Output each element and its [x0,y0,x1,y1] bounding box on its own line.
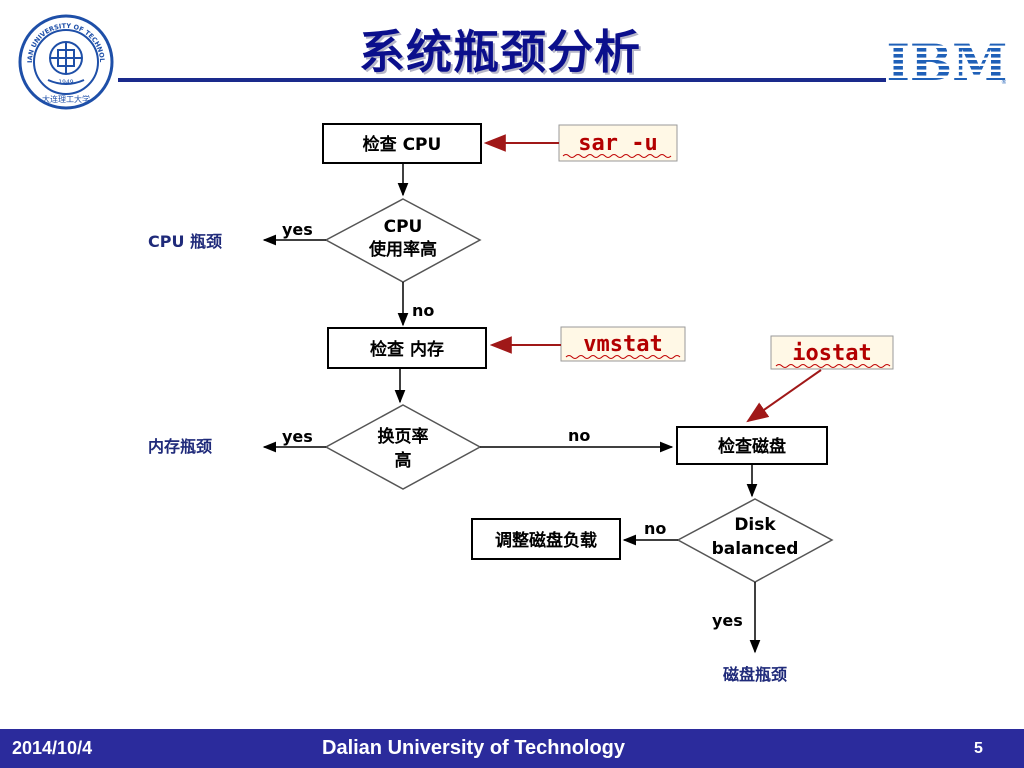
edge-cpu-no: no [412,301,434,320]
footer-date: 2014/10/4 [12,738,93,758]
decision-paging-line1: 换页率 [378,426,429,447]
outcome-disk-bottleneck: 磁盘瓶颈 [723,665,787,684]
footer-bar [0,729,1024,768]
ibm-text: IBM [888,36,1006,88]
slide-title: 系统瓶颈分析 [359,25,641,79]
command-sar: sar -u [558,124,678,162]
command-iostat: iostat [770,335,894,370]
step-adjust-disk-load: 调整磁盘负载 [471,518,621,560]
decision-cpu-line1: CPU [384,217,423,237]
edge-disk-yes: yes [712,611,743,630]
bottleneck-flowchart: 检查 CPU sar -u CPU 使用率高 yes CPU 瓶颈 no 检查 … [148,123,894,684]
decision-cpu-line2: 使用率高 [368,239,437,260]
step-check-memory-label: 检查 内存 [370,339,444,360]
footer-organization: Dalian University of Technology [322,737,626,759]
step-check-cpu: 检查 CPU [322,123,482,164]
command-vmstat: vmstat [560,326,686,362]
step-check-disk-label: 检查磁盘 [718,436,786,457]
university-seal-logo: 1949 DALIAN UNIVERSITY OF TECHNOLOGY 大连理… [18,14,114,110]
decision-paging-line2: 高 [395,450,412,471]
command-sar-label: sar -u [578,131,657,156]
seal-year: 1949 [58,79,73,86]
step-adjust-disk-load-label: 调整磁盘负载 [495,530,597,551]
decision-disk-balanced: Disk balanced [676,498,834,583]
command-iostat-label: iostat [792,341,871,366]
command-vmstat-label: vmstat [583,332,662,357]
decision-disk-line2: balanced [712,539,799,559]
decision-disk-line1: Disk [734,515,776,535]
step-check-memory: 检查 内存 [327,327,487,369]
svg-text:®: ® [1001,79,1006,86]
title-underline [118,78,886,82]
edge-cpu-yes: yes [282,220,313,239]
page-number: 5 [974,740,983,757]
step-check-disk: 检查磁盘 [676,426,828,465]
decision-paging-high: 换页率 高 [324,404,482,490]
outcome-memory-bottleneck: 内存瓶颈 [148,437,212,456]
arrow-iostat-to-disk [746,369,822,423]
ibm-logo: IBM ® [888,36,1006,88]
seal-chinese: 大连理工大学 [42,94,90,104]
edge-paging-yes: yes [282,427,313,446]
edge-disk-no: no [644,519,666,538]
edge-paging-no: no [568,426,590,445]
decision-cpu-high: CPU 使用率高 [324,198,482,283]
outcome-cpu-bottleneck: CPU 瓶颈 [148,232,222,251]
step-check-cpu-label: 检查 CPU [363,134,442,155]
